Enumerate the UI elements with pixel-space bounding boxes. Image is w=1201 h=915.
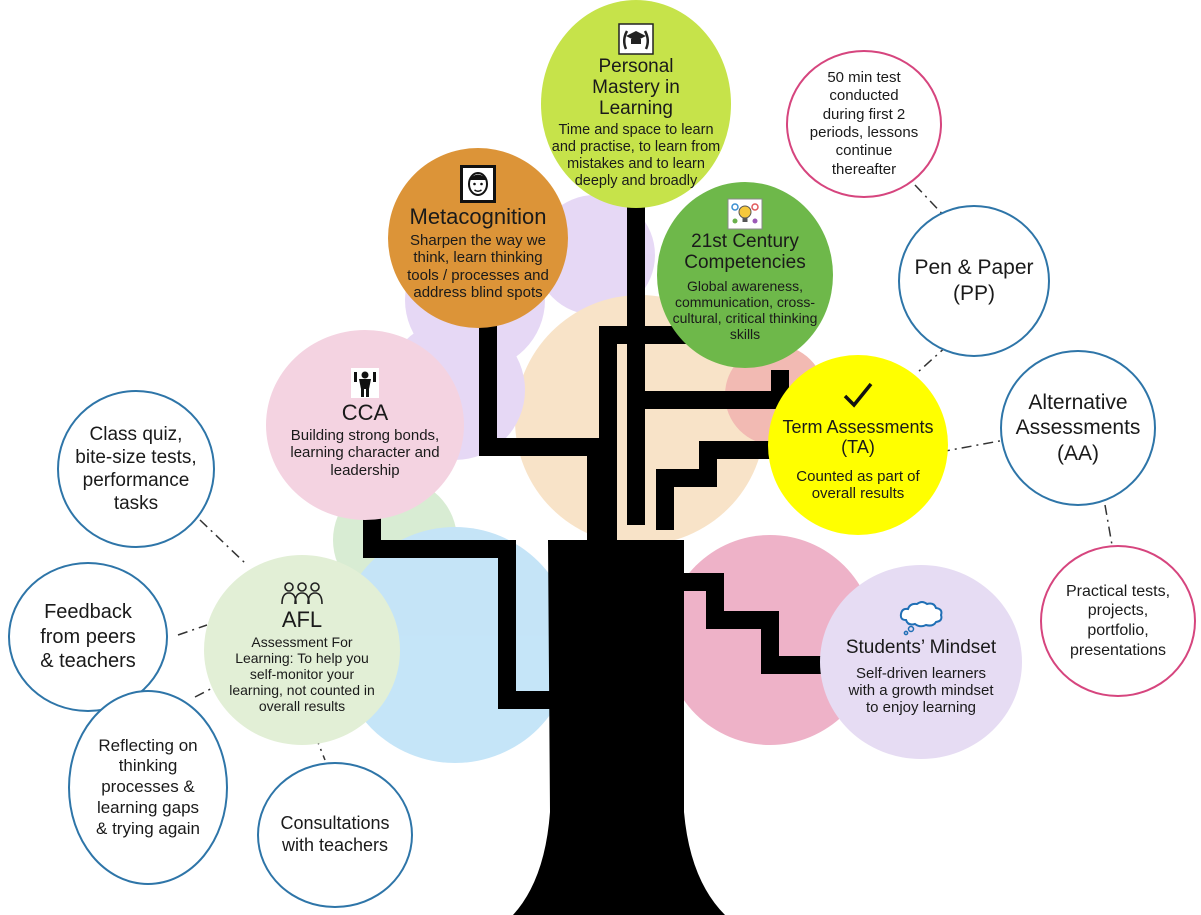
leaf-reflecting: Reflecting on thinking processes & learn… (68, 690, 228, 885)
node-personal-mastery: Personal Mastery in Learning Time and sp… (541, 0, 731, 208)
leaf-consultations: Consultations with teachers (257, 762, 413, 908)
node-metacognition: Metacognition Sharpen the way we think, … (388, 148, 568, 328)
node-description: Counted as part of overall results (796, 467, 920, 502)
branch-students-mindset (665, 573, 858, 674)
leaf-class-quiz: Class quiz, bite-size tests, performance… (57, 390, 215, 548)
leaf-pp-test-details: 50 min test conducted during first 2 per… (786, 50, 942, 198)
branch-cca (363, 480, 585, 709)
node-cca: CCA Building strong bonds, learning char… (266, 330, 464, 520)
connector-line (1104, 504, 1113, 546)
connector-line (177, 624, 208, 636)
node-description: Global awareness, communication, cross-c… (672, 277, 818, 342)
node-title: AFL (281, 606, 323, 632)
node-21st-century-competencies: 21st Century Competencies Global awarene… (657, 182, 833, 368)
lightbulb-gears-icon (727, 198, 763, 230)
node-description: Time and space to learn and practise, to… (551, 122, 721, 189)
face-portrait-icon (460, 164, 496, 203)
weightlifter-icon (350, 367, 380, 399)
node-description: Sharpen the way we think, learn thinking… (407, 232, 549, 301)
tree-trunk (513, 540, 725, 915)
node-description: Building strong bonds, learning characte… (290, 427, 440, 479)
connector-line (199, 519, 246, 564)
node-term-assessments: Term Assessments (TA) Counted as part of… (768, 355, 948, 535)
node-title: Metacognition (409, 203, 547, 229)
node-title: 21st Century Competencies (684, 230, 806, 273)
leaf-alternative-assessments: Alternative Assessments (AA) (1000, 350, 1156, 506)
node-description: Self-driven learners with a growth minds… (848, 664, 994, 717)
node-title: Term Assessments (TA) (782, 416, 934, 457)
connector-line (939, 439, 1006, 453)
node-description: Assessment For Learning: To help you sel… (229, 633, 375, 715)
thought-cloud-icon (896, 600, 946, 636)
branch-metacognition (479, 320, 605, 540)
leaf-feedback: Feedback from peers & teachers (8, 562, 168, 712)
group-people-icon (279, 580, 325, 606)
node-students-mindset: Students’ Mindset Self-driven learners w… (820, 565, 1022, 759)
node-title: Students’ Mindset (845, 636, 997, 658)
leaf-pen-and-paper: Pen & Paper (PP) (898, 205, 1050, 357)
node-title: Personal Mastery in Learning (592, 55, 680, 119)
graduation-cap-laurel-icon (618, 23, 654, 55)
tree-branches (363, 200, 858, 709)
branch-term-assessments (656, 441, 795, 530)
leaf-practical-tests: Practical tests, projects, portfolio, pr… (1040, 545, 1196, 697)
connector-line (914, 184, 949, 221)
branch-competencies-b (627, 370, 789, 525)
node-title: CCA (341, 400, 389, 426)
checkmark-icon (840, 380, 876, 410)
node-afl: AFL Assessment For Learning: To help you… (204, 555, 400, 745)
